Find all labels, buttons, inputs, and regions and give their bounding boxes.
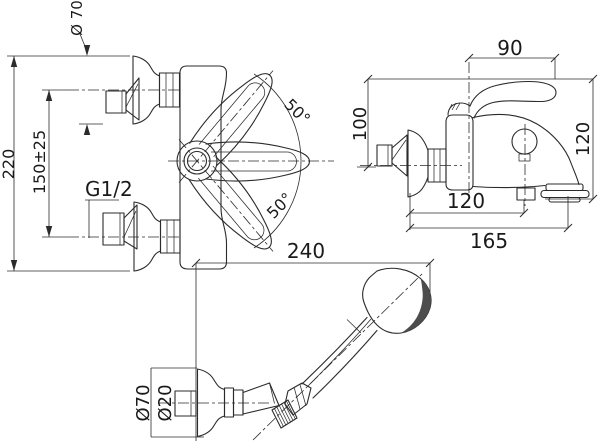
shower-head [362,267,432,334]
handle-angle-lower-label: 50° [263,189,296,222]
shower-spray-face [401,278,432,333]
dim-spout-reach-label: 165 [470,229,508,253]
dim-escutcheon-diameter: Ø 70 [68,0,103,135]
dim-spout-reach: 165 [405,196,573,253]
holder-diameter-callouts: Ø70 Ø20 [133,367,204,438]
handle-axis-lower [178,139,274,252]
dim-shower-length-label: 240 [287,239,325,263]
thread-size-label: G1/2 [85,177,133,201]
hose-connector [271,382,312,429]
shower-handle [301,316,378,399]
side-mixer-body [445,114,474,191]
hose-nut [284,382,312,416]
dim-inlet-spacing: 150±25 [30,89,68,238]
thread-size-callout: G1/2 [85,177,133,238]
side-lever-handle [469,80,557,119]
handle-axis-upper [178,70,274,183]
dim-spout-drop-label: 120 [573,122,594,156]
dim-hose-outlet-reach-label: 120 [447,189,485,213]
top-wall-union [68,55,182,125]
handle-swing-arc [253,73,302,249]
dim-escutcheon-diameter-label: Ø 70 [68,0,86,36]
lever-handle [205,141,311,182]
shower-axis-centerline [252,272,424,441]
bottom-wall-union [68,201,182,272]
dim-handle-length: 90 [464,36,560,79]
side-view-group: 90 100 120 120 [350,36,598,253]
shower-set-group: 240 Ø70 Ø20 [133,239,435,441]
lever-handle-ghost-up [189,73,273,167]
dim-spout-drop: 120 [545,74,598,204]
lever-handle-ghost-down [188,156,272,250]
diverter-knob [511,128,538,162]
dim-holder-escutcheon-label: Ø70 [133,384,154,421]
dim-total-height-label: 220 [0,149,18,180]
mixer-body [179,65,228,270]
dim-shower-length: 240 [191,239,435,441]
spout [472,113,590,203]
dim-handle-length-label: 90 [497,36,522,60]
side-wall-union [376,129,447,198]
dim-body-height: 100 [350,74,376,172]
aerator [540,183,590,203]
hose-outlet-port [516,187,536,201]
dim-body-height-label: 100 [350,107,371,141]
dim-inlet-spacing-label: 150±25 [30,130,49,194]
handle-angle-upper-label: 50° [281,95,314,128]
dim-hose-outlet-reach: 120 [405,189,529,230]
side-dome-hatch [448,102,461,111]
dim-total-height: 220 [0,55,130,272]
front-view-group: 220 150±25 Ø 70 G1/2 [0,0,334,272]
